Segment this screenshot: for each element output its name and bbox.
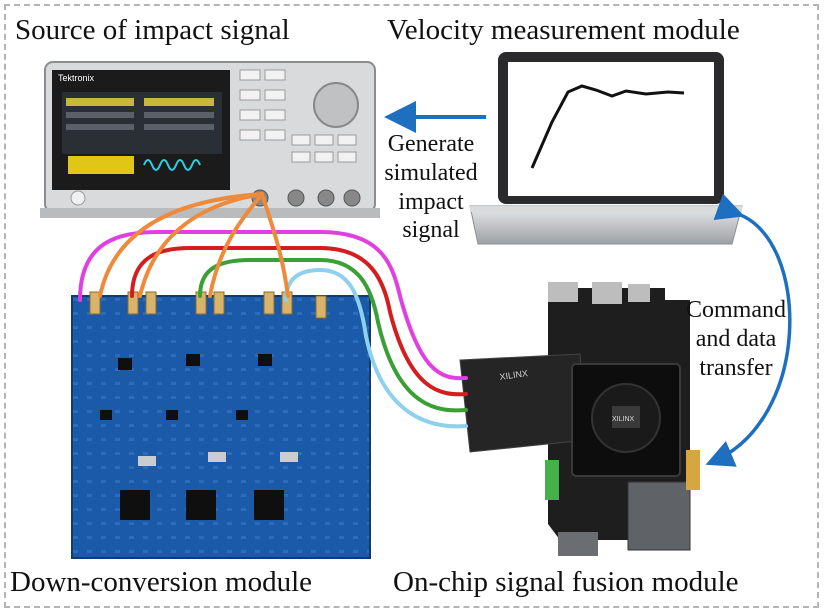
generate-line-1: Generate <box>387 131 475 157</box>
label-command: Command and data transfer <box>676 296 796 382</box>
cable-lightblue <box>284 267 468 429</box>
label-velocity: Velocity measurement module <box>387 14 740 46</box>
arrow-command <box>705 193 792 467</box>
label-generate: Generate simulated impact signal <box>378 130 484 245</box>
fpga-brand-text: XILINX <box>499 368 529 382</box>
cable-red <box>130 246 468 397</box>
label-downconv: Down-conversion module <box>10 566 313 598</box>
label-fusion: On-chip signal fusion module <box>393 566 739 598</box>
dashed-border <box>4 4 819 608</box>
cable-orange-3 <box>208 192 264 298</box>
cable-green <box>198 258 468 413</box>
down-conversion-board <box>71 291 371 559</box>
cable-magenta <box>78 230 468 381</box>
command-line-2: and data <box>695 325 777 352</box>
generate-line-4: signal <box>402 217 460 244</box>
generate-line-3: impact <box>398 188 464 215</box>
cable-orange-2 <box>138 192 264 298</box>
fpga-board: XILINX XILINX <box>459 282 700 556</box>
command-line-1: Command <box>686 297 786 323</box>
command-line-3: transfer <box>699 354 773 381</box>
label-source: Source of impact signal <box>15 14 290 46</box>
velocity-curve <box>530 84 685 169</box>
generator-brand-text: Tektronix <box>58 73 95 83</box>
laptop <box>469 52 743 245</box>
signal-generator: Tektronix <box>40 61 380 218</box>
chip-mark-text: XILINX <box>612 416 635 423</box>
rf-cables <box>78 192 468 429</box>
arrows <box>384 101 792 467</box>
cable-orange-4 <box>260 192 290 298</box>
generate-line-2: simulated <box>384 159 478 186</box>
